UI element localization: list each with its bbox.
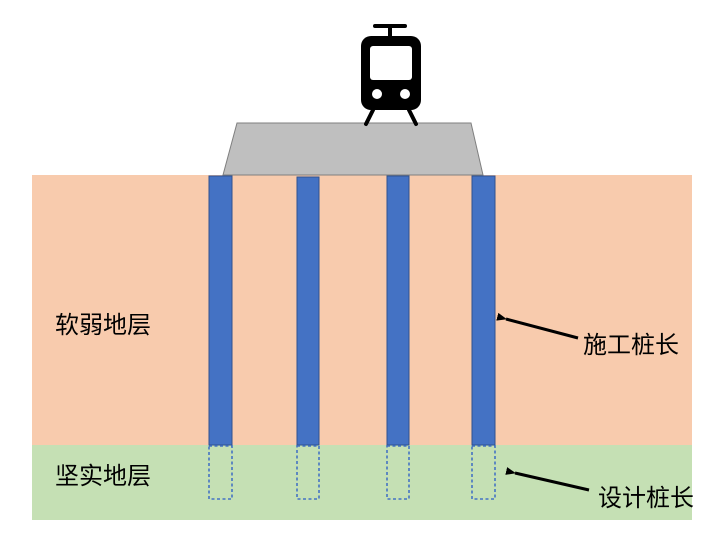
pile-2 [296, 176, 320, 446]
design-pile-extension-3 [386, 445, 410, 500]
soft-layer-label: 软弱地层 [55, 311, 151, 339]
hard-layer-label: 坚实地层 [55, 462, 151, 490]
design-pile-extension-1 [208, 445, 233, 500]
soft-soil-layer [32, 175, 692, 445]
construction-length-label: 施工桩长 [583, 331, 679, 359]
embankment [222, 122, 484, 176]
hard-soil-layer [32, 445, 692, 520]
design-length-arrow [505, 467, 590, 492]
design-length-label: 设计桩长 [598, 484, 694, 512]
design-pile-extension-2 [296, 445, 320, 500]
pile-4 [471, 175, 496, 446]
design-pile-extension-4 [471, 445, 496, 500]
pile-3 [386, 175, 410, 446]
construction-length-arrow [496, 312, 579, 340]
pile-1 [208, 175, 233, 446]
tram-icon [361, 24, 421, 126]
